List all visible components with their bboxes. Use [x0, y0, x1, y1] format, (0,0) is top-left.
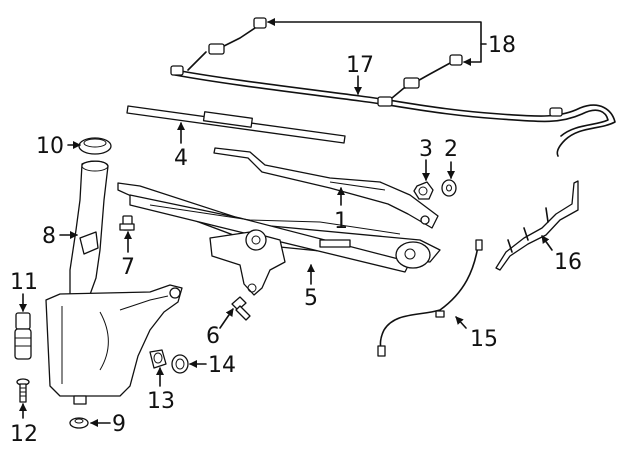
- nut: [413, 181, 434, 200]
- callout-2: 2: [444, 137, 458, 162]
- callout-labels: 1 2 3 4 5 6 7 8 9 10 11 12 13 14 15 16 1…: [10, 33, 582, 447]
- washer: [441, 179, 457, 197]
- wiper-arm: [213, 147, 439, 229]
- callout-1: 1: [334, 209, 348, 234]
- washer-reservoir: [45, 284, 183, 405]
- washer-pump: [14, 312, 32, 360]
- callout-7: 7: [121, 255, 135, 280]
- callout-3: 3: [419, 137, 433, 162]
- bolt: [231, 296, 251, 321]
- push-clip: [149, 349, 167, 369]
- grommet-nut: [171, 354, 189, 374]
- callout-18: 18: [488, 33, 516, 58]
- callout-9: 9: [112, 412, 126, 437]
- callout-14: 14: [208, 353, 236, 378]
- callout-12: 12: [10, 422, 38, 447]
- level-sensor: [16, 378, 30, 403]
- callout-15: 15: [470, 327, 498, 352]
- filler-neck: [69, 160, 109, 301]
- wiper-linkage-motor: [117, 182, 441, 296]
- callout-16: 16: [554, 250, 582, 275]
- leader-lines: [19, 18, 553, 427]
- callout-17: 17: [346, 53, 374, 78]
- clip: [119, 215, 135, 231]
- callout-6: 6: [206, 324, 220, 349]
- callout-13: 13: [147, 389, 175, 414]
- filler-cap: [78, 137, 112, 155]
- hose-bracket: [495, 180, 579, 271]
- callout-8: 8: [42, 224, 56, 249]
- washer-hose-assembly: [170, 17, 616, 157]
- callout-11: 11: [10, 270, 38, 295]
- callout-5: 5: [304, 286, 318, 311]
- grommet: [69, 417, 89, 429]
- callout-10: 10: [36, 134, 64, 159]
- callout-4: 4: [174, 146, 188, 171]
- washer-hose: [377, 239, 483, 357]
- wiper-blade: [126, 105, 346, 144]
